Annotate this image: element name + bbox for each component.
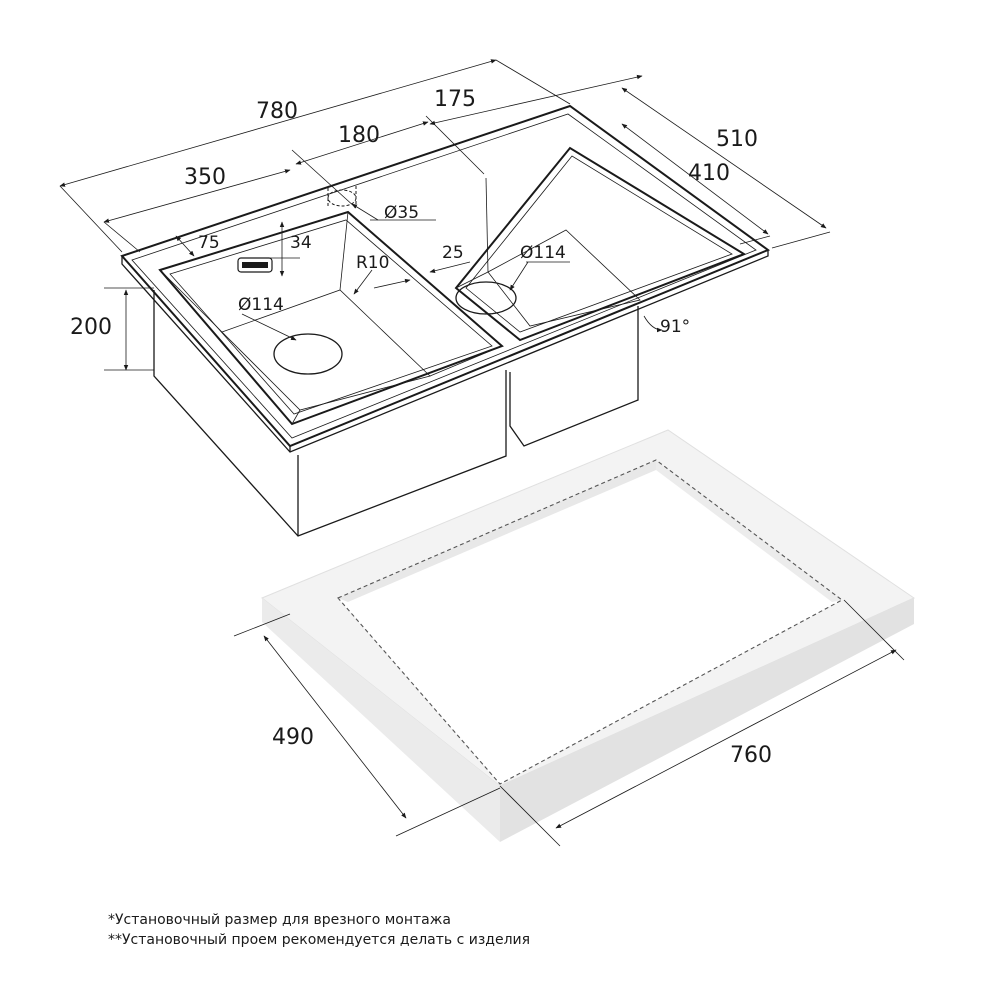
countertop-slab (261, 429, 916, 842)
dim-angle: 91° (660, 317, 690, 337)
installation-notes: *Установочный размер для врезного монтаж… (108, 910, 530, 950)
dim-75: 75 (198, 233, 220, 253)
dim-200: 200 (70, 315, 112, 340)
dimension-labels: 780 350 180 175 510 410 200 Ø35 75 34 R1… (70, 87, 772, 768)
dim-510: 510 (716, 127, 758, 152)
note-line-2: **Установочный проем рекомендуется делат… (108, 932, 531, 948)
dim-410: 410 (688, 161, 730, 186)
faucet-hole (327, 186, 357, 207)
overflow-plate (237, 257, 273, 273)
dim-350: 350 (184, 165, 226, 190)
dim-180: 180 (338, 123, 380, 148)
dim-760: 760 (730, 743, 772, 768)
sink-body (120, 104, 771, 537)
dim-34: 34 (290, 233, 312, 253)
dim-drain-left: Ø114 (238, 295, 284, 315)
dim-drain-right: Ø114 (520, 243, 566, 263)
dim-faucet-hole: Ø35 (384, 203, 419, 223)
dim-175: 175 (434, 87, 476, 112)
note-line-1: *Установочный размер для врезного монтаж… (108, 912, 451, 928)
dim-25: 25 (442, 243, 464, 263)
dim-radius: R10 (356, 253, 389, 273)
dim-780: 780 (256, 99, 298, 124)
dim-490: 490 (272, 725, 314, 750)
dimension-lines (59, 59, 905, 847)
